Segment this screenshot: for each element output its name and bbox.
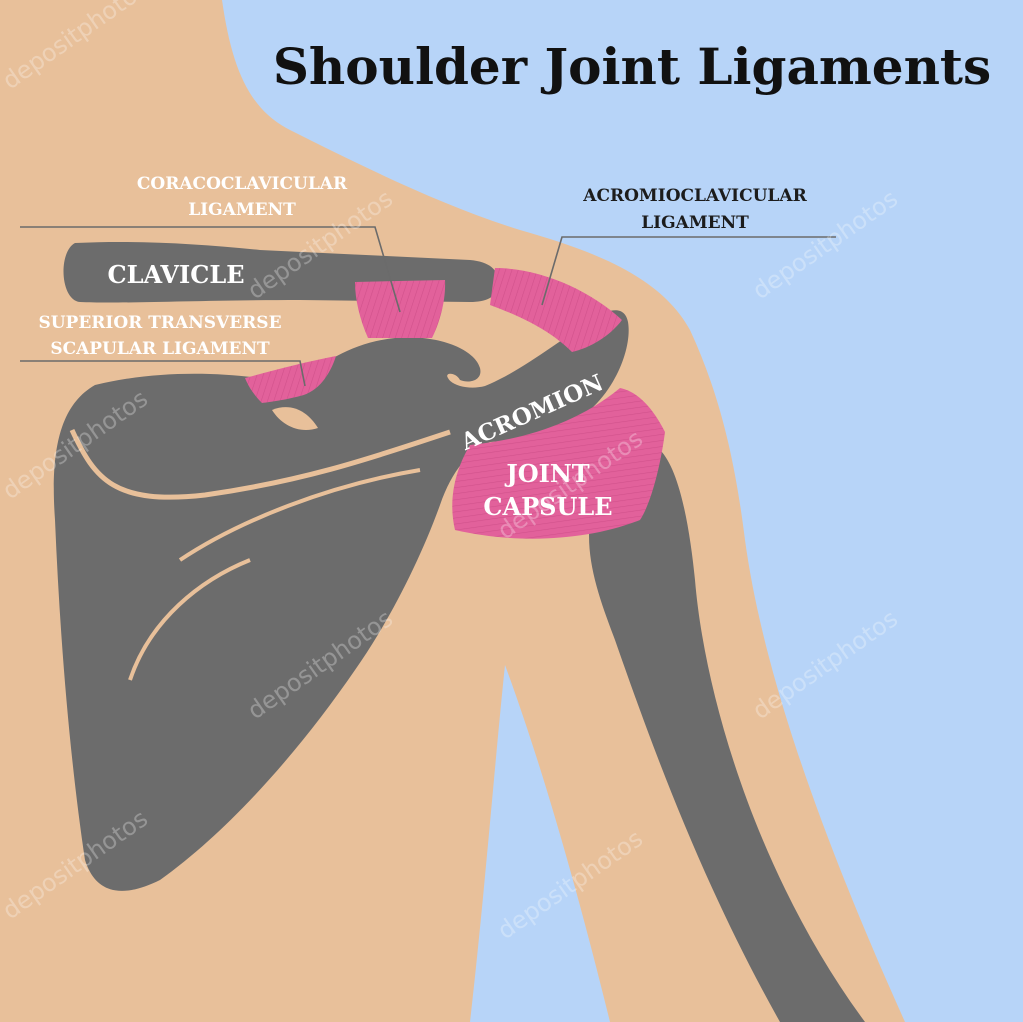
superior-transverse-label-line2: SCAPULAR LIGAMENT (50, 339, 270, 359)
coracoclavicular-ligament (355, 280, 445, 338)
clavicle-label: CLAVICLE (108, 260, 245, 289)
acromioclavicular-label-line1: ACROMIOCLAVICULAR (582, 186, 807, 206)
acromioclavicular-label-line2: LIGAMENT (641, 213, 749, 233)
superior-transverse-label-line1: SUPERIOR TRANSVERSE (38, 313, 281, 333)
coracoclavicular-label-line2: LIGAMENT (188, 200, 296, 220)
page-title: Shoulder Joint Ligaments (273, 37, 991, 96)
coracoclavicular-label-line1: CORACOCLAVICULAR (137, 174, 348, 194)
